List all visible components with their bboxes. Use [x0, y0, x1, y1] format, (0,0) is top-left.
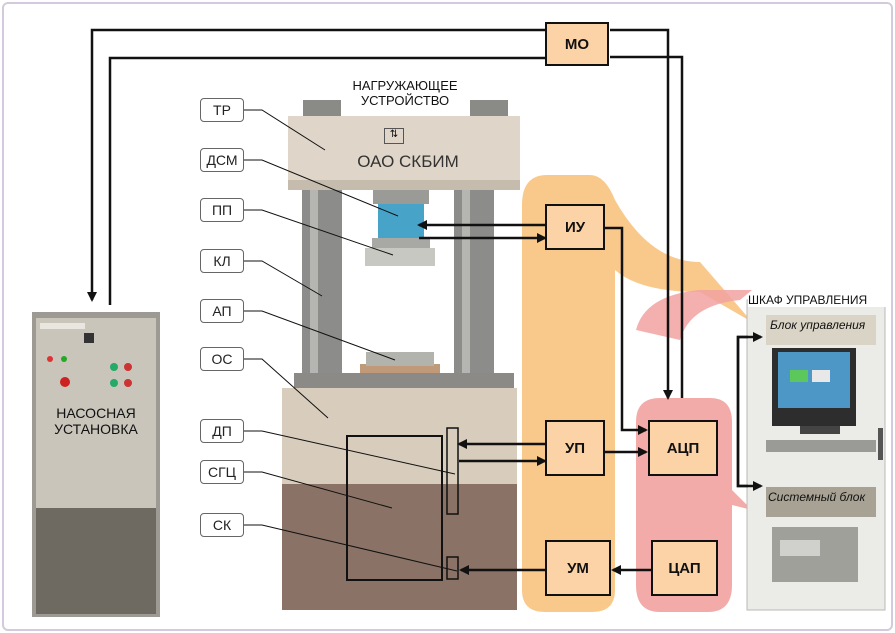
cabinet-title: ШКАФ УПРАВЛЕНИЯ [748, 293, 888, 307]
block-adc: АЦП [648, 420, 718, 476]
cabinet-photo [747, 300, 885, 610]
press-logo-icon: ⇅ [384, 128, 404, 144]
part-tag-kl: КЛ [200, 249, 244, 273]
press-photo [282, 100, 520, 610]
part-tag-tr: ТР [200, 98, 244, 122]
part-tag-dp: ДП [200, 419, 244, 443]
red-connector [636, 290, 752, 340]
block-mo: МО [545, 22, 609, 66]
pump-unit-photo [32, 312, 160, 617]
part-tag-sk: СК [200, 513, 244, 537]
part-tag-dsm: ДСМ [200, 148, 244, 172]
block-dac: ЦАП [651, 540, 718, 596]
block-um: УМ [545, 540, 611, 596]
pump-caption: НАСОСНАЯ УСТАНОВКА [40, 405, 152, 437]
part-tag-pp: ПП [200, 198, 244, 222]
control-unit-label: Блок управления [770, 318, 865, 332]
block-iu: ИУ [545, 204, 605, 250]
part-tag-sgts: СГЦ [200, 460, 244, 484]
press-caption: НАГРУЖАЮЩЕЕ УСТРОЙСТВО [330, 78, 480, 108]
part-tag-ap: АП [200, 299, 244, 323]
part-tag-os: ОС [200, 347, 244, 371]
system-unit-label: Системный блок [768, 490, 865, 504]
company-name: ОАО СКБИМ [318, 152, 498, 171]
block-up: УП [545, 420, 605, 476]
